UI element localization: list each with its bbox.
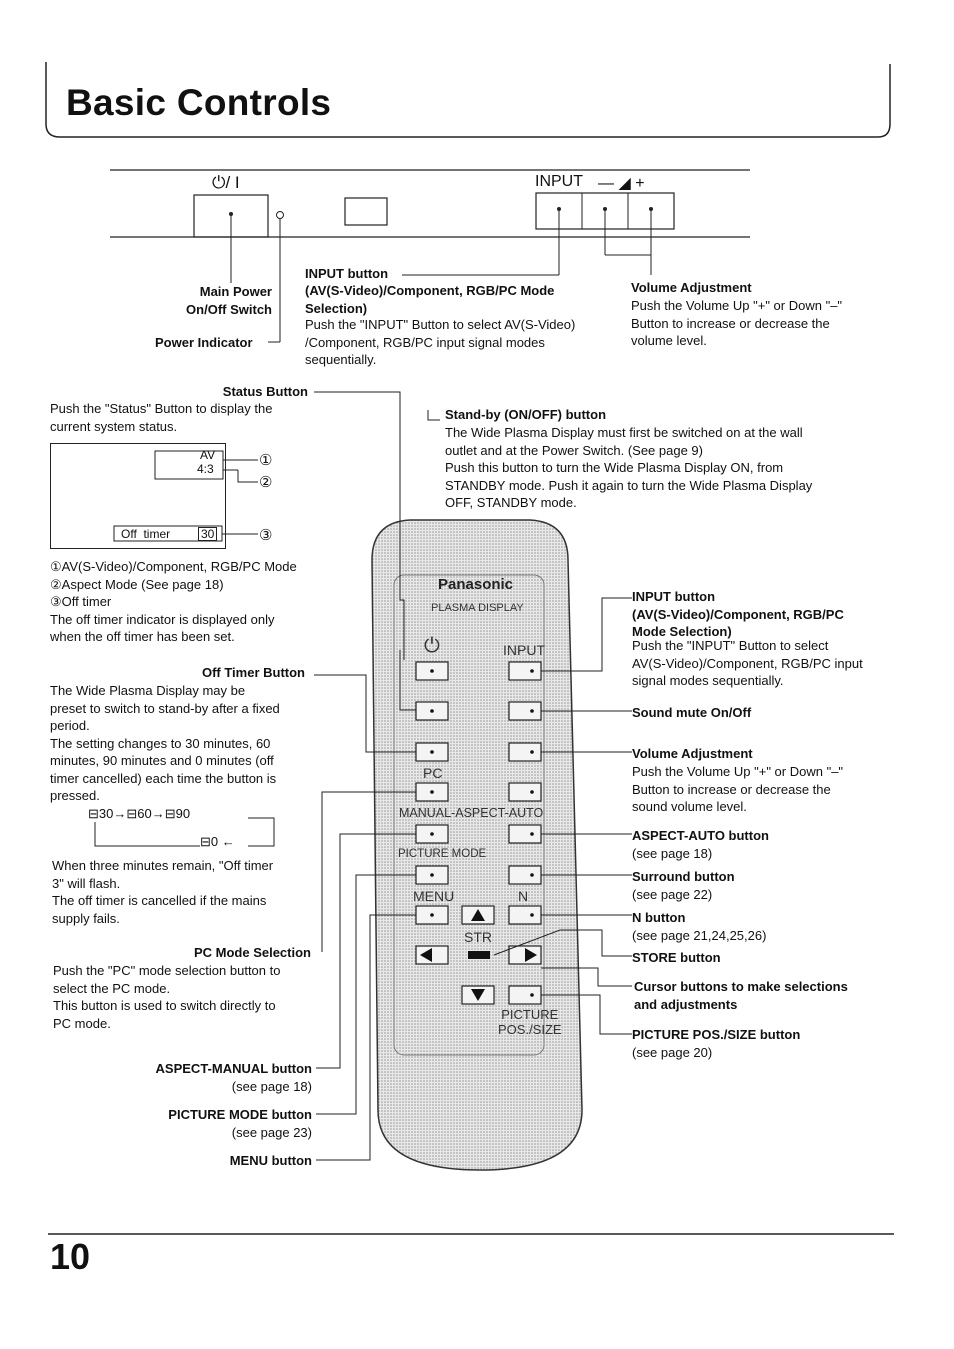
screen-mark-3: ③	[259, 527, 273, 544]
status-button-title: Status Button	[222, 384, 308, 399]
remote-picture-mode-label: PICTURE MODE	[398, 848, 487, 860]
off-timer-text: The Wide Plasma Display may be preset to…	[50, 683, 280, 803]
remote-picture-mode-button[interactable]	[416, 866, 448, 884]
screen-ratio: 4:3	[197, 462, 214, 476]
remote-cursor-right-button[interactable]	[509, 946, 541, 964]
input-panel-label: INPUT	[535, 173, 583, 190]
remote-aspect-manual-button[interactable]	[416, 825, 448, 843]
remote-off-timer-button[interactable]	[416, 743, 448, 761]
screen-mark-2: ②	[259, 474, 273, 491]
volume-panel-label: — ◢ +	[598, 175, 645, 192]
remote-n-label: N	[518, 888, 529, 904]
screen-mark-1: ①	[259, 452, 273, 469]
picture-mode-title: PICTURE MODE button	[168, 1107, 312, 1122]
cycle-30: 30	[98, 806, 114, 821]
front-input-title: INPUT button	[305, 266, 389, 281]
off-timer-cycle: ⊟30→⊟60→⊟90 ⊟0 ←	[88, 806, 235, 849]
page-title: Basic Controls	[66, 82, 332, 123]
page-number: 10	[50, 1236, 91, 1277]
main-power-label: Main Power On/Off Switch	[186, 284, 272, 317]
remote-surround-button[interactable]	[509, 866, 541, 884]
cursor-title: Cursor buttons to make selections and ad…	[634, 979, 848, 1012]
cycle-0: 0	[210, 834, 219, 849]
screen-timer-value: 30	[198, 527, 218, 541]
status-screen	[50, 443, 226, 549]
screen-off-timer: Off timer	[121, 527, 171, 541]
sound-mute-title: Sound mute On/Off	[632, 705, 752, 720]
remote-volume-text: Push the Volume Up "+" or Down "–" Butto…	[632, 764, 844, 814]
remote-str-label: STR	[464, 929, 492, 945]
remote-cursor-down-button[interactable]	[462, 986, 494, 1004]
status-notes: ①AV(S-Video)/Component, RGB/PC Mode ②Asp…	[50, 559, 297, 644]
remote-status-button[interactable]	[416, 702, 448, 720]
surround-title: Surround button	[632, 869, 735, 884]
remote-store-button[interactable]	[462, 946, 494, 964]
pc-mode-title: PC Mode Selection	[193, 945, 311, 960]
front-input-subtitle: (AV(S-Video)/Component, RGB/PC Mode Sele…	[305, 283, 555, 316]
aspect-manual-title: ASPECT-MANUAL button	[155, 1061, 312, 1076]
off-timer-title: Off Timer Button	[201, 665, 305, 680]
front-volume-title: Volume Adjustment	[631, 280, 752, 295]
store-title: STORE button	[632, 950, 721, 965]
remote-aspect-auto-button[interactable]	[509, 825, 541, 843]
remote-input-button[interactable]	[509, 662, 541, 680]
status-button-text: Push the "Status" Button to display the …	[50, 401, 273, 434]
remote-model: PLASMA DISPLAY	[431, 602, 524, 614]
front-input-text: Push the "INPUT" Button to select AV(S-V…	[305, 317, 576, 367]
aspect-auto-text: (see page 18)	[632, 846, 713, 861]
remote-cursor-up-button[interactable]	[462, 906, 494, 924]
remote-aspect-label: MANUAL-ASPECT-AUTO	[399, 806, 544, 820]
aspect-manual-text: (see page 18)	[231, 1079, 312, 1094]
front-volume-text: Push the Volume Up "+" or Down "–" Butto…	[631, 298, 843, 348]
off-timer-text-2: When three minutes remain, "Off timer 3"…	[52, 858, 274, 926]
remote-n-button[interactable]	[509, 906, 541, 924]
pc-mode-text: Push the "PC" mode selection button to s…	[53, 963, 281, 1031]
remote-volume-down-button[interactable]	[509, 783, 541, 801]
remote-picture-pos-label: PICTURE POS./SIZE	[498, 1007, 562, 1037]
remote-input-title: INPUT button (AV(S-Video)/Component, RGB…	[632, 589, 844, 639]
remote-brand: Panasonic	[438, 576, 514, 593]
power-indicator-label: Power Indicator	[155, 335, 253, 350]
picture-pos-title: PICTURE POS./SIZE button	[632, 1027, 801, 1042]
remote-volume-title: Volume Adjustment	[632, 746, 753, 761]
remote-cursor-left-button[interactable]	[416, 946, 448, 964]
remote-volume-up-button[interactable]	[509, 743, 541, 761]
remote-pc-label: PC	[423, 765, 443, 781]
cycle-90: 90	[175, 806, 191, 821]
cycle-60: 60	[137, 806, 152, 821]
remote-menu-label: MENU	[413, 888, 455, 904]
remote-input-label: INPUT	[503, 642, 545, 658]
picture-mode-text: (see page 23)	[231, 1125, 312, 1140]
standby-title: Stand-by (ON/OFF) button	[445, 407, 607, 422]
remote-picture-pos-button[interactable]	[509, 986, 541, 1004]
screen-av: AV	[200, 448, 216, 462]
remote-input-text: Push the "INPUT" Button to select AV(S-V…	[632, 638, 863, 688]
remote-menu-button[interactable]	[416, 906, 448, 924]
surround-text: (see page 22)	[632, 887, 713, 902]
aspect-auto-title: ASPECT-AUTO button	[632, 828, 769, 843]
remote-pc-button[interactable]	[416, 783, 448, 801]
remote-mute-button[interactable]	[509, 702, 541, 720]
picture-pos-text: (see page 20)	[632, 1045, 713, 1060]
remote-standby-button[interactable]	[416, 662, 448, 680]
standby-text: The Wide Plasma Display must first be sw…	[445, 425, 813, 510]
n-button-title: N button	[632, 910, 686, 925]
power-symbol-label: ⏻/ I	[212, 173, 240, 192]
remote-power-icon: ⏻	[424, 635, 440, 657]
n-button-text: (see page 21,24,25,26)	[632, 928, 767, 943]
menu-button-title: MENU button	[229, 1153, 312, 1168]
